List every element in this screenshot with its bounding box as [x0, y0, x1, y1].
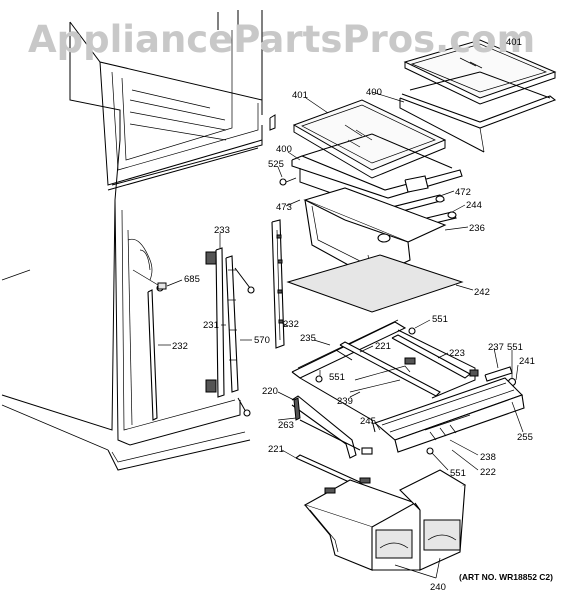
part-242-glass: [286, 254, 464, 313]
callout-685: 685: [184, 274, 200, 285]
callout-255: 255: [517, 432, 533, 443]
callout-570: 570: [254, 335, 270, 346]
callout-221: 221: [268, 444, 284, 455]
art-number: (ART NO. WR18852 C2): [459, 572, 553, 582]
callout-400: 400: [276, 144, 292, 155]
callout-244: 244: [466, 200, 482, 211]
callout-263: 263: [278, 420, 294, 431]
callout-223: 223: [449, 348, 465, 359]
callout-245: 245: [360, 416, 376, 427]
watermark-text: AppliancePartsPros.com: [28, 18, 535, 61]
callout-473: 473: [276, 202, 292, 213]
callout-238: 238: [480, 452, 496, 463]
callout-221: 221: [375, 341, 391, 352]
part-232-rail-center: [271, 219, 285, 349]
callout-401: 401: [506, 37, 522, 48]
callout-237: 237: [488, 342, 504, 353]
callout-551: 551: [329, 372, 345, 383]
callout-labels: 401 400 401 400 525 472 473 244 236 233 …: [172, 37, 535, 593]
part-570-screws: [234, 267, 255, 417]
callout-400: 400: [366, 87, 382, 98]
callout-551: 551: [507, 342, 523, 353]
callout-551: 551: [450, 468, 466, 479]
callout-240: 240: [430, 582, 446, 593]
callout-401: 401: [292, 90, 308, 101]
callout-239: 239: [337, 396, 353, 407]
callout-551: 551: [432, 314, 448, 325]
part-232-rail-left: [147, 284, 164, 421]
callout-220: 220: [262, 386, 278, 397]
leader-lines: [158, 91, 524, 579]
top-shelf-assembly: [399, 39, 557, 153]
callout-232: 232: [172, 341, 188, 352]
part-237-245-rail-assembly: [374, 366, 525, 453]
shelf-frame-assembly: [291, 319, 479, 433]
callout-236: 236: [469, 223, 485, 234]
callout-242: 242: [474, 287, 490, 298]
callout-525: 525: [268, 159, 284, 170]
callout-472: 472: [455, 187, 471, 198]
refrigerator-cabinet: [1, 10, 276, 471]
callout-222: 222: [480, 467, 496, 478]
callout-241: 241: [519, 356, 535, 367]
callout-233: 233: [214, 225, 230, 236]
part-685-clip: [157, 282, 167, 290]
middle-shelf-assembly: [279, 99, 463, 213]
callout-232: 232: [283, 319, 299, 330]
part-220-263-bracket: [291, 395, 373, 459]
part-231-ladder-rail: [205, 247, 239, 398]
callout-231: 231: [203, 320, 219, 331]
part-240-drawers: [303, 469, 467, 571]
callout-235: 235: [300, 333, 316, 344]
